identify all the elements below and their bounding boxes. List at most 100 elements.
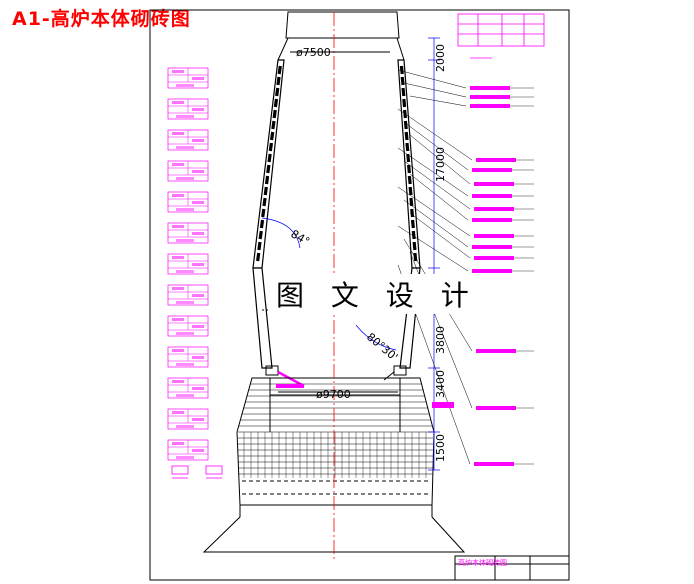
brick-mark <box>408 186 413 196</box>
dim-throat: 2000 <box>434 44 447 72</box>
layer-table-cell <box>192 325 204 328</box>
callout-bar <box>276 384 304 388</box>
stack-left-wall <box>252 59 285 269</box>
callout-bar <box>474 207 514 211</box>
layer-table-cell <box>192 170 204 173</box>
leader-line <box>403 121 469 171</box>
brick-mark <box>403 120 408 130</box>
tuyere-left <box>265 365 305 388</box>
brick-mark <box>271 120 276 130</box>
brick-mark <box>273 98 279 108</box>
brick-mark <box>275 87 280 97</box>
brick-mark <box>266 164 271 174</box>
layer-table-cell <box>192 232 204 235</box>
layer-table-cell <box>172 256 184 259</box>
leader-line <box>397 225 469 272</box>
callout-bar <box>470 104 510 108</box>
brick-mark <box>413 252 418 262</box>
brick-mark <box>410 219 415 229</box>
dim-bosh: 3400 <box>434 370 447 398</box>
layer-table-caption <box>176 332 194 335</box>
layer-table-cell <box>192 108 204 111</box>
layer-table-caption <box>176 425 194 428</box>
bosh-angle-arc <box>355 324 397 351</box>
stack-angle-arc <box>261 217 301 249</box>
layer-table-cell <box>192 77 204 80</box>
drawing-title: A1-高炉本体砌砖图 <box>12 8 191 30</box>
foundation <box>202 504 466 553</box>
top-diameter-label: ø7500 <box>296 46 331 59</box>
layer-table-cell <box>192 294 204 297</box>
leader-line <box>403 160 471 210</box>
dim-hearth: 1500 <box>434 434 447 462</box>
callout-bar <box>474 234 514 238</box>
brick-mark <box>267 153 272 163</box>
leader-line <box>409 95 467 107</box>
callout-bar <box>470 86 510 90</box>
brick-mark <box>270 131 275 141</box>
leader-line <box>409 173 469 221</box>
brick-mark <box>410 208 415 218</box>
layer-table-cell <box>172 225 184 228</box>
brick-mark <box>264 175 270 185</box>
leader-callouts <box>276 69 534 466</box>
tuyere-right <box>383 365 407 381</box>
stack-right-wall <box>397 59 421 269</box>
brick-mark <box>411 230 416 240</box>
layer-table-caption <box>176 394 194 397</box>
brick-mark <box>262 197 267 207</box>
layer-table-caption <box>176 115 194 118</box>
layer-table-cell <box>192 449 204 452</box>
top-right-table <box>457 13 545 59</box>
layer-table-caption <box>176 301 194 304</box>
callout-bar <box>476 406 516 410</box>
dim-stack: 17000 <box>434 147 447 182</box>
layer-table-cell <box>192 201 204 204</box>
title-block <box>454 555 570 581</box>
leader-line <box>397 108 473 161</box>
callout-bar <box>432 402 454 408</box>
title-block-label: 高炉本体砌砖图 <box>458 559 507 567</box>
leader-line <box>397 69 467 89</box>
brick-mark <box>407 175 412 185</box>
layer-table-cell <box>172 163 184 166</box>
brick-mark <box>257 241 262 251</box>
brick-mark <box>277 65 282 75</box>
layer-table-caption <box>176 84 194 87</box>
stack-left-bricks <box>256 65 282 262</box>
layer-table-cell <box>192 139 204 142</box>
leader-line <box>403 82 467 98</box>
brick-mark <box>256 252 261 262</box>
layer-table-cell <box>192 356 204 359</box>
layer-table-caption <box>176 177 194 180</box>
layer-table-cell <box>172 101 184 104</box>
brick-mark <box>406 164 411 174</box>
callout-bar <box>470 95 510 99</box>
brick-mark <box>399 65 404 75</box>
brick-mark <box>268 142 274 152</box>
brick-mark <box>272 109 277 119</box>
layer-table-cell <box>172 380 184 383</box>
brick-mark <box>412 241 417 251</box>
layer-table-cell <box>172 318 184 321</box>
leader-line <box>397 147 469 197</box>
callout-bar <box>472 269 512 273</box>
callout-bar <box>472 218 512 222</box>
layer-table-cell <box>172 132 184 135</box>
brick-mark <box>263 186 268 196</box>
callout-bar <box>474 182 514 186</box>
leader-line <box>403 199 469 248</box>
brick-mark <box>261 208 266 218</box>
callout-bar <box>472 168 512 172</box>
drawing-frame <box>149 9 570 581</box>
leader-line <box>397 186 471 237</box>
layer-table-caption <box>176 270 194 273</box>
brick-mark <box>259 219 265 229</box>
belly-diameter-label: ø9700 <box>316 388 351 401</box>
layer-table-cell <box>192 263 204 266</box>
brick-mark <box>400 76 405 86</box>
brick-mark <box>406 153 411 163</box>
layer-table-caption <box>176 239 194 242</box>
layer-table-cell <box>172 194 184 197</box>
